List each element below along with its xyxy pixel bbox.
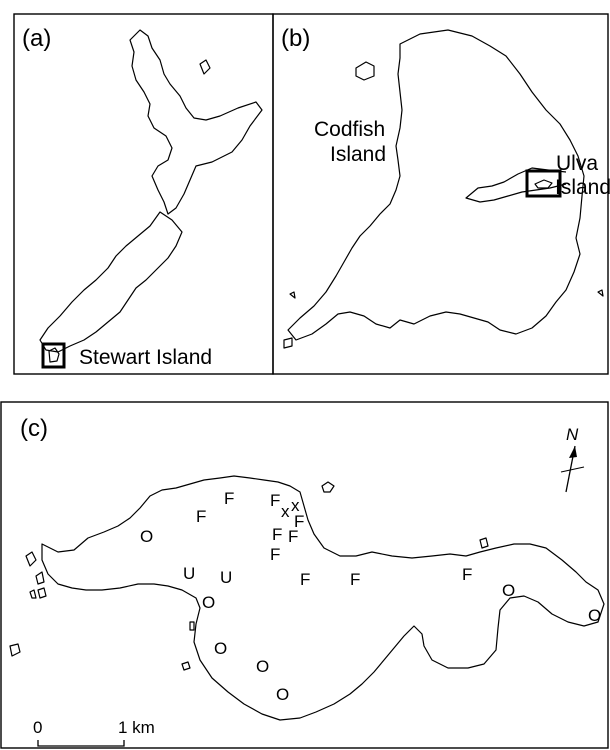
marker-o: O <box>256 657 269 676</box>
islet <box>9 643 21 657</box>
marker-o: O <box>214 639 227 658</box>
ulva-island-locator-box <box>525 169 562 198</box>
panel-b-letter: (b) <box>281 25 310 52</box>
marker-o: O <box>140 527 153 546</box>
marker-f: F <box>288 527 298 546</box>
marker-f: F <box>350 570 360 589</box>
scale-bar: 0 1 km <box>33 718 155 747</box>
stewart-island-label: Stewart Island <box>79 346 212 369</box>
codfish-island-label-line1: Codfish <box>314 118 385 141</box>
islet <box>321 481 335 493</box>
islet <box>35 571 45 585</box>
codfish-island-outline <box>355 61 375 81</box>
marker-f: F <box>270 545 280 564</box>
ulva-island-thumbnail <box>534 179 553 189</box>
marker-f: F <box>300 570 310 589</box>
north-arrow-crossbar <box>560 466 585 473</box>
marker-o: O <box>502 581 515 600</box>
islet <box>597 289 604 297</box>
stewart-island-thumbnail <box>48 347 60 363</box>
marker-o: O <box>202 593 215 612</box>
codfish-island-label-line2: Island <box>330 143 386 166</box>
islet <box>29 589 37 599</box>
islet <box>289 291 296 299</box>
islet <box>37 587 47 599</box>
marker-x: x <box>291 496 300 515</box>
panel-a-frame <box>13 13 274 375</box>
great-barrier-island <box>199 59 211 75</box>
north-arrow: N <box>560 425 585 493</box>
north-island-coastline <box>129 29 263 215</box>
marker-f: F <box>224 489 234 508</box>
north-arrow-head <box>569 446 577 458</box>
panel-a: (a) Stewart Island <box>13 13 274 375</box>
stewart-island-coastline <box>287 29 585 341</box>
marker-f: F <box>462 565 472 584</box>
panel-c: (c) F F F F F F F F F F x x O O O O O O … <box>0 401 609 749</box>
panel-b: (b) Codfish Island Ulva Island <box>272 13 610 375</box>
south-island-coastline <box>39 211 183 353</box>
marker-u: U <box>220 568 232 587</box>
marker-f: F <box>270 491 280 510</box>
marker-f: F <box>196 507 206 526</box>
ulva-island-label-line1: Ulva <box>556 152 598 175</box>
islet <box>283 337 293 349</box>
scale-bar-line <box>37 740 125 747</box>
marker-u: U <box>183 564 195 583</box>
islet <box>181 661 191 671</box>
ulva-island-label-line2: Island <box>555 176 610 199</box>
islet <box>189 621 195 631</box>
panel-c-letter: (c) <box>20 415 48 442</box>
marker-o: O <box>588 606 601 625</box>
panel-a-letter: (a) <box>22 25 51 52</box>
marker-f: F <box>272 525 282 544</box>
north-arrow-label: N <box>566 425 579 444</box>
scale-bar-zero: 0 <box>33 718 42 737</box>
marker-f: F <box>294 512 304 531</box>
marker-o: O <box>276 685 289 704</box>
stewart-island-locator-box <box>41 342 66 369</box>
scale-bar-length: 1 km <box>118 718 155 737</box>
islet <box>479 537 489 549</box>
islet <box>25 551 37 567</box>
panel-b-frame <box>272 13 609 375</box>
marker-x: x <box>281 502 290 521</box>
ulva-island-coastline <box>41 475 605 721</box>
panel-c-frame <box>0 401 609 749</box>
